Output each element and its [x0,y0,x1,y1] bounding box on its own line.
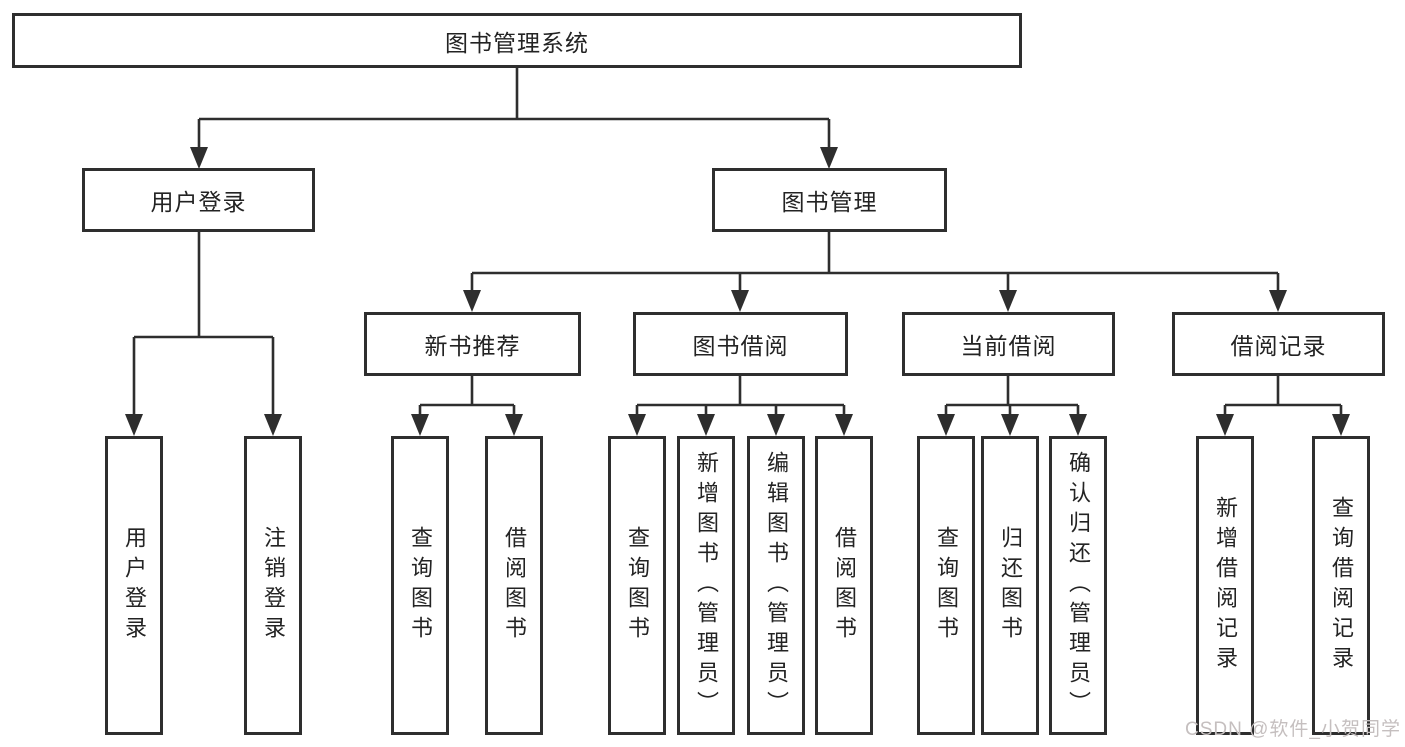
leaf-label: 新增借阅记录 [1213,495,1238,676]
leaf-label: 确认归还（管理员） [1066,450,1091,721]
node-borrow-records: 借阅记录 [1172,312,1385,376]
node-library-system: 图书管理系统 [12,13,1022,68]
leaf-label: 查询图书 [408,525,433,646]
leaf-label: 新增图书（管理员） [694,450,719,721]
leaf-query-books-recommend: 查询图书 [391,436,449,735]
leaf-user-login: 用户登录 [105,436,163,735]
node-label: 图书借阅 [692,333,789,359]
leaf-query-books-current: 查询图书 [917,436,975,735]
node-book-management: 图书管理 [712,168,947,232]
leaf-return-book: 归还图书 [981,436,1039,735]
leaf-label: 查询图书 [934,525,959,646]
node-label: 借阅记录 [1230,333,1327,359]
node-book-borrowing: 图书借阅 [633,312,848,376]
node-current-borrowing: 当前借阅 [902,312,1115,376]
leaf-label: 查询图书 [625,525,650,646]
node-label: 当前借阅 [960,333,1057,359]
leaf-edit-book-admin: 编辑图书（管理员） [747,436,805,735]
leaf-label: 借阅图书 [832,525,857,646]
node-label: 图书管理系统 [445,29,589,56]
leaf-label: 用户登录 [122,525,147,646]
node-user-login: 用户登录 [82,168,315,232]
watermark: CSDN @软件_小贺同学 [1185,719,1401,740]
leaf-label: 注销登录 [261,525,286,646]
leaf-label: 借阅图书 [502,525,527,646]
node-new-book-recommend: 新书推荐 [364,312,581,376]
leaf-add-borrow-record: 新增借阅记录 [1196,436,1254,735]
leaf-label: 查询借阅记录 [1329,495,1354,676]
leaf-logout: 注销登录 [244,436,302,735]
leaf-query-books-borrow: 查询图书 [608,436,666,735]
leaf-borrow-book: 借阅图书 [815,436,873,735]
node-label: 用户登录 [150,189,247,215]
node-label: 图书管理 [781,189,878,215]
leaf-add-book-admin: 新增图书（管理员） [677,436,735,735]
leaf-borrow-books-recommend: 借阅图书 [485,436,543,735]
leaf-query-borrow-record: 查询借阅记录 [1312,436,1370,735]
leaf-label: 编辑图书（管理员） [764,450,789,721]
arrowhead-icons [125,147,1350,436]
node-label: 新书推荐 [424,333,521,359]
leaf-label: 归还图书 [998,525,1023,646]
leaf-confirm-return-admin: 确认归还（管理员） [1049,436,1107,735]
